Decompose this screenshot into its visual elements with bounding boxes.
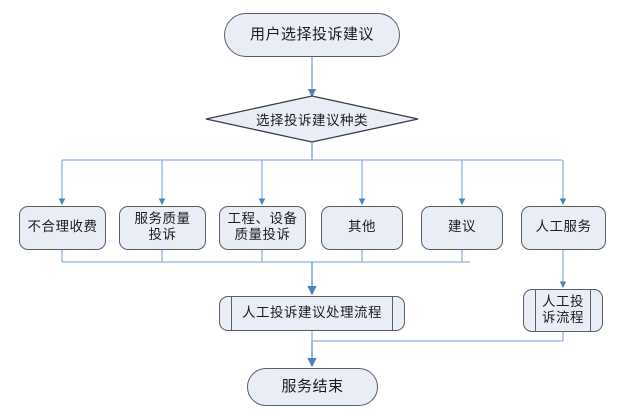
node-process-manual-complaint-handling[interactable]: 人工投诉建议处理流程: [219, 296, 405, 331]
node-start[interactable]: 用户选择投诉建议: [224, 13, 400, 57]
node-option-2-label: 服务质量 投诉: [134, 211, 191, 243]
node-option-3-label: 工程、设备 质量投诉: [227, 211, 298, 243]
node-decision-label: 选择投诉建议种类: [256, 113, 368, 129]
node-option-suggestion[interactable]: 建议: [421, 206, 503, 250]
diamond-shape: [205, 95, 419, 143]
node-option-unreasonable-charge[interactable]: 不合理收费: [19, 206, 106, 250]
node-option-4-label: 其他: [348, 219, 376, 236]
node-process-1-label: 人工投诉建议处理流程: [242, 304, 382, 321]
node-option-service-quality-complaint[interactable]: 服务质量 投诉: [119, 206, 206, 250]
node-process-manual-complaint-flow[interactable]: 人工投 诉流程: [523, 289, 603, 332]
node-option-manual-service[interactable]: 人工服务: [521, 206, 606, 250]
node-option-5-label: 建议: [448, 219, 476, 236]
node-option-engineering-equipment-quality-complaint[interactable]: 工程、设备 质量投诉: [219, 206, 306, 250]
node-end-label: 服务结束: [281, 377, 344, 396]
node-start-label: 用户选择投诉建议: [249, 25, 374, 44]
node-process-2-label: 人工投 诉流程: [542, 293, 584, 326]
node-decision[interactable]: 选择投诉建议种类: [205, 95, 419, 143]
node-option-1-label: 不合理收费: [27, 219, 98, 236]
node-option-other[interactable]: 其他: [321, 206, 403, 250]
node-option-6-label: 人工服务: [535, 219, 592, 236]
node-end[interactable]: 服务结束: [247, 368, 378, 406]
